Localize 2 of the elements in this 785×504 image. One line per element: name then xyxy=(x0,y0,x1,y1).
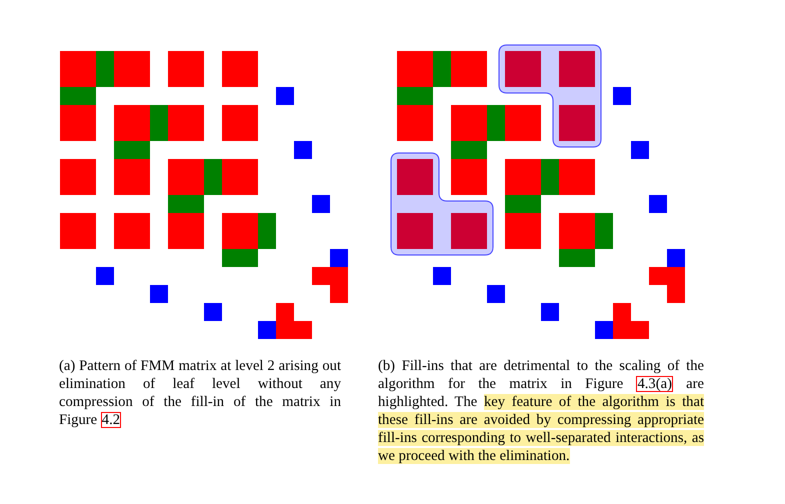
figure-caption: (a) Pattern of FMM matrix at level 2 arising out elimination of leaf level without any compression of the fill-in of the matrix in Figure 4.2 xyxy=(59,357,341,429)
figure-caption: (b) Fill-ins that are detrimental to the scaling of the algorithm for the matrix in Figure 4.3(a) are highlighted. The key feature of the algorithm is that these fill-ins are avoided by compressing appropriate fill-ins corresponding to well-separated interactions, as we proceed with the elimination. xyxy=(378,357,704,465)
